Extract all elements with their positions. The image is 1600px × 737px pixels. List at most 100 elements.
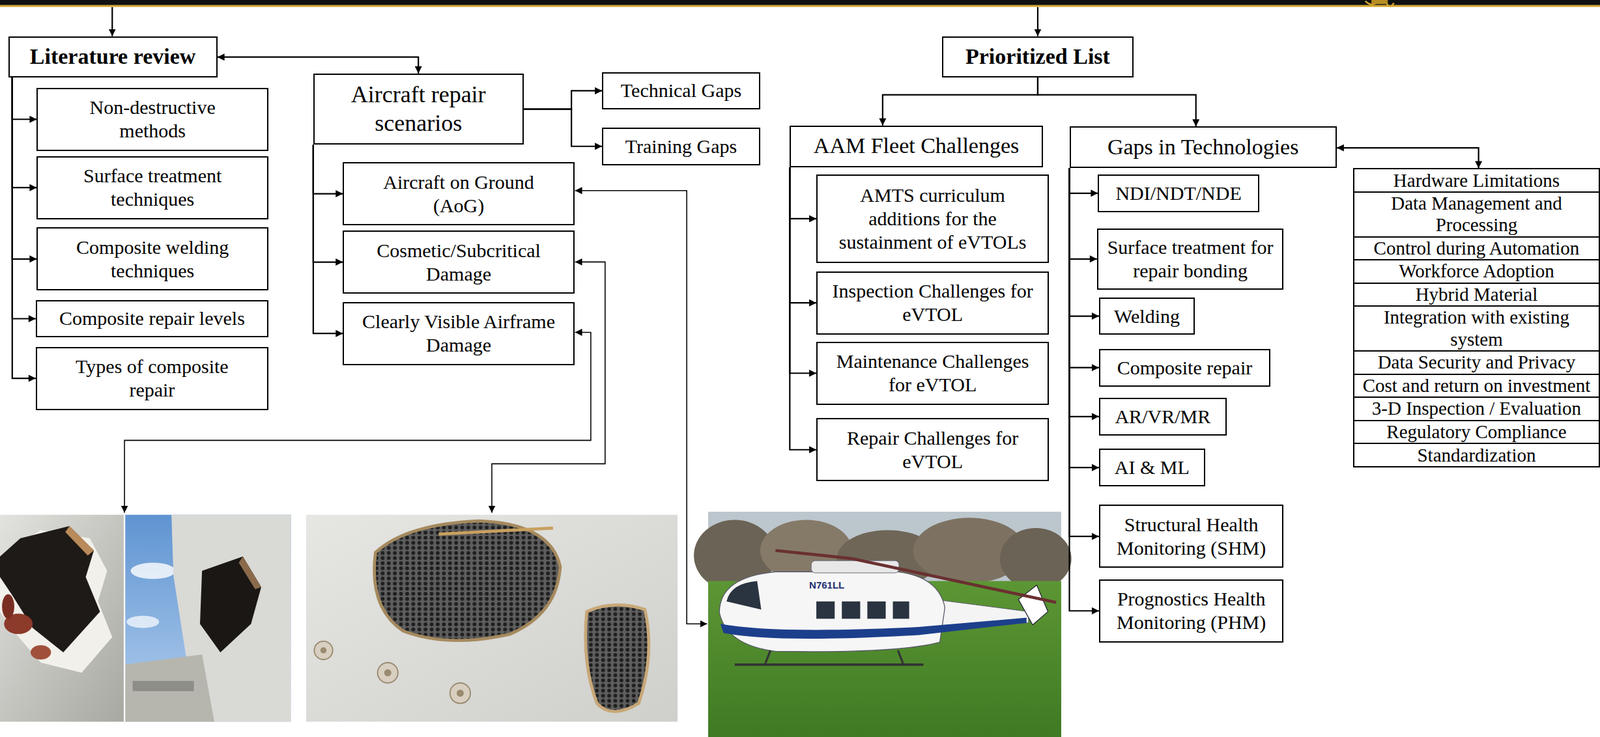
box-text: NDI/NDT/NDE: [1115, 181, 1242, 206]
header-bar: [0, 5, 1600, 8]
section-heading: Aircraft repair scenarios: [313, 73, 524, 146]
entry-arrow: [111, 7, 113, 37]
box-text: Surface treatment techniques: [44, 164, 261, 212]
topic-box: Composite repair levels: [35, 300, 269, 339]
damage-photo: [65, 526, 94, 556]
topic-box: Surface treatment techniques: [36, 156, 269, 220]
connector-arrow: [789, 167, 817, 374]
box-text: Non-destructive methods: [57, 95, 248, 143]
connector-arrow: [1069, 168, 1098, 259]
topic-box: Prognostics Health Monitoring (PHM): [1099, 579, 1285, 643]
damage-photo: [123, 515, 126, 723]
topic-box: Cosmetic/Subcritical Damage: [342, 230, 575, 294]
connector-arrow: [12, 77, 36, 379]
table-cell: Cost and return on investment: [1353, 373, 1600, 399]
box-text: Clearly Visible Airframe Damage: [350, 310, 567, 358]
connector-arrow: [1069, 168, 1099, 193]
topic-box: Clearly Visible Airframe Damage: [342, 302, 575, 366]
leader-line: [491, 261, 606, 513]
table-cell: Data Management and Processing: [1353, 191, 1600, 238]
connector-arrow: [523, 90, 603, 109]
topic-box: Types of composite repair: [35, 347, 269, 411]
damage-photo: [126, 616, 159, 629]
helicopter-photo: [734, 663, 924, 667]
box-text: Repair Challenges for eVTOL: [824, 426, 1042, 474]
connector-arrow: [1069, 168, 1100, 417]
box-text: Integration with existing system: [1358, 306, 1595, 351]
table-cell: Regulatory Compliance: [1353, 420, 1600, 445]
helicopter-photo: [775, 550, 852, 559]
box-text: Prioritized List: [965, 43, 1111, 71]
damage-photo: [0, 526, 101, 653]
honeycomb-photo: [585, 605, 649, 713]
topic-box: AMTS curriculum additions for the sustai…: [816, 174, 1049, 264]
section-heading: Gaps in Technologies: [1069, 126, 1337, 169]
connector-arrow: [789, 167, 817, 451]
topic-box: Maintenance Challenges for eVTOL: [816, 342, 1049, 406]
box-text: AMTS curriculum additions for the sustai…: [824, 183, 1042, 255]
connector-arrow: [313, 144, 343, 262]
box-text: Structural Health Monitoring (SHM): [1105, 513, 1278, 561]
topic-box: Surface treatment for repair bonding: [1097, 228, 1285, 290]
connector-arrow: [1037, 77, 1197, 127]
box-text: Data Management and Processing: [1358, 192, 1595, 237]
box-text: Cosmetic/Subcritical Damage: [350, 239, 567, 286]
box-text: AI & ML: [1114, 456, 1190, 480]
connector-arrow: [1069, 168, 1100, 468]
helicopter-photo: [719, 571, 945, 653]
table-cell: Data Security and Privacy: [1353, 350, 1600, 376]
table-cell: Control during Automation: [1353, 236, 1600, 262]
box-text: Welding: [1114, 304, 1180, 329]
box-text: Control during Automation: [1373, 237, 1580, 260]
honeycomb-photo: [374, 521, 561, 642]
box-text: AR/VR/MR: [1114, 405, 1211, 429]
box-text: Surface treatment for repair bonding: [1104, 235, 1277, 283]
topic-box: Inspection Challenges for eVTOL: [816, 271, 1049, 335]
topic-box: Structural Health Monitoring (SHM): [1099, 504, 1285, 569]
connector-arrow: [882, 77, 1038, 126]
box-text: Types of composite repair: [56, 355, 248, 402]
box-text: Hardware Limitations: [1393, 170, 1560, 192]
damage-photo: [1, 594, 15, 620]
box-text: AAM Fleet Challenges: [813, 132, 1019, 160]
honeycomb-photo: [320, 647, 327, 654]
damage-photo: [0, 515, 125, 723]
box-text: Aircraft on Ground (AoG): [363, 170, 554, 218]
header-bar: [0, 0, 1600, 8]
helicopter-photo: [726, 581, 761, 610]
entry-arrow: [112, 7, 1038, 37]
section-heading: AAM Fleet Challenges: [789, 125, 1043, 168]
damage-photo: [124, 515, 291, 723]
box-text: Aircraft repair scenarios: [321, 80, 516, 137]
honeycomb-photo: [384, 669, 392, 677]
box-text: Composite welding techniques: [44, 235, 261, 283]
topic-box: Aircraft on Ground (AoG): [342, 162, 575, 226]
helicopter-photo: [816, 601, 835, 620]
box-text: Composite repair: [1117, 356, 1253, 380]
connector-arrow: [789, 167, 817, 219]
topic-box: AI & ML: [1099, 448, 1206, 487]
box-text: Training Gaps: [625, 134, 737, 159]
helicopter-photo: [841, 601, 860, 620]
connector-arrow: [12, 77, 38, 120]
topic-box: Welding: [1099, 297, 1195, 335]
honeycomb-photo: [450, 683, 471, 704]
connector-arrow: [217, 57, 419, 74]
connector-arrow: [12, 77, 38, 188]
damage-photo: [130, 562, 176, 580]
box-text: Technical Gaps: [620, 78, 742, 103]
topic-box: Training Gaps: [601, 127, 761, 166]
box-text: Gaps in Technologies: [1107, 134, 1300, 161]
honeycomb-photo: [456, 689, 464, 698]
helicopter-photo: [693, 512, 1072, 737]
topic-box: Repair Challenges for eVTOL: [816, 418, 1049, 482]
box-text: Inspection Challenges for eVTOL: [824, 279, 1042, 327]
topic-box: Technical Gaps: [601, 72, 761, 109]
connector-arrow: [789, 167, 817, 303]
box-text: 3-D Inspection / Evaluation: [1371, 398, 1582, 420]
helicopter-photo: [765, 650, 771, 664]
box-text: Workforce Adoption: [1398, 260, 1554, 283]
damage-photo: [0, 515, 291, 723]
box-text: Regulatory Compliance: [1386, 421, 1567, 443]
honeycomb-photo: [377, 663, 399, 684]
